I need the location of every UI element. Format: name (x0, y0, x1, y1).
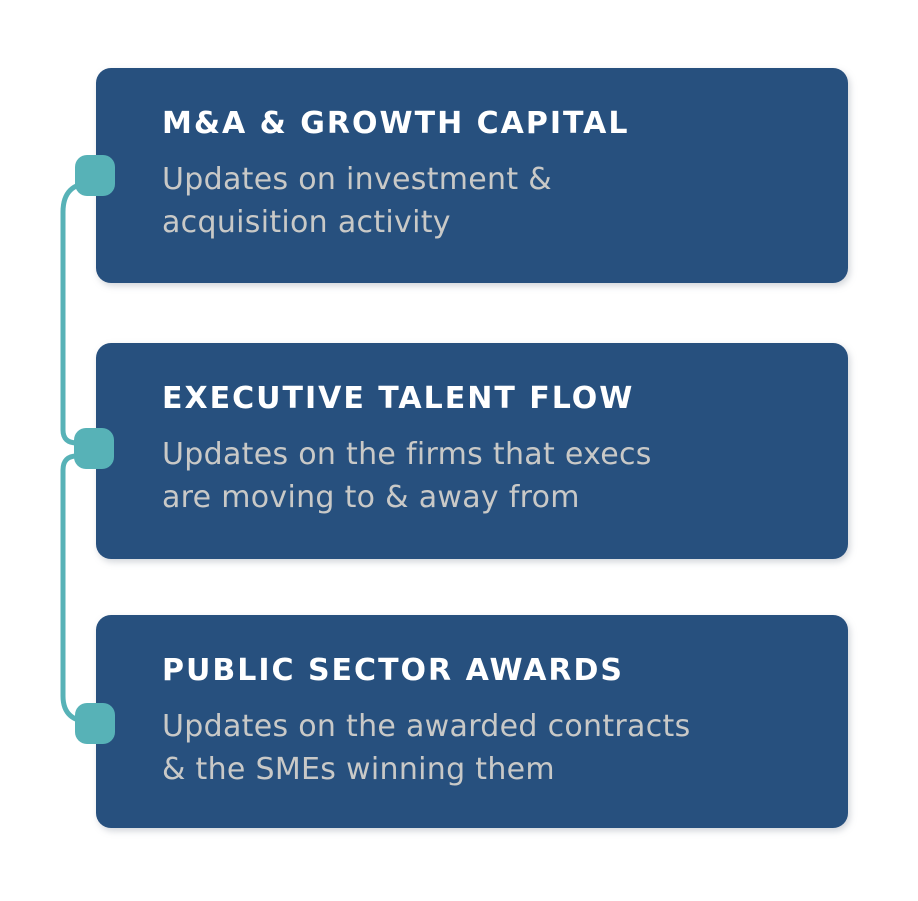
connector-node-icon (74, 428, 114, 469)
card-executive-talent-flow: EXECUTIVE TALENT FLOW Updates on the fir… (96, 343, 848, 559)
card-title: M&A & GROWTH CAPITAL (162, 106, 630, 141)
card-ma-growth-capital: M&A & GROWTH CAPITAL Updates on investme… (96, 68, 848, 283)
card-subtitle-line-1: Updates on the awarded contracts (162, 709, 691, 744)
card-title: EXECUTIVE TALENT FLOW (162, 381, 635, 416)
card-title: PUBLIC SECTOR AWARDS (162, 653, 625, 688)
card-public-sector-awards: PUBLIC SECTOR AWARDS Updates on the awar… (96, 615, 848, 828)
card-subtitle-line-1: Updates on investment & (162, 162, 552, 197)
card-subtitle-line-2: acquisition activity (162, 205, 451, 240)
connector-node-icon (75, 703, 115, 744)
connector-segment-top (60, 180, 93, 446)
connector-node-icon (75, 155, 115, 196)
card-subtitle-line-2: are moving to & away from (162, 480, 580, 515)
card-subtitle-line-2: & the SMEs winning them (162, 752, 555, 787)
connector-segment-bottom (60, 453, 93, 725)
card-subtitle-line-1: Updates on the firms that execs (162, 437, 652, 472)
